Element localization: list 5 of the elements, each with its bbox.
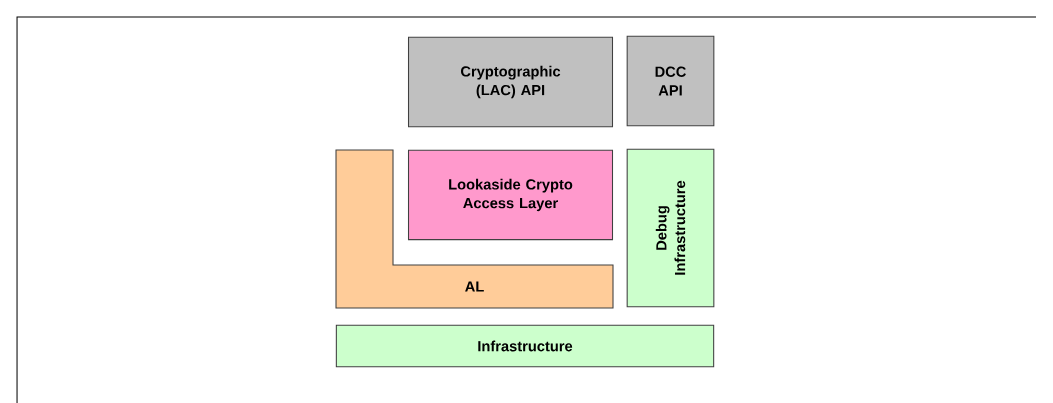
layer-box: Lookaside Crypto Access Layer [407, 149, 614, 241]
api-box: Cryptographic (LAC) API [407, 36, 614, 128]
layer-box: Infrastructure [335, 324, 715, 368]
layer-box: Debug Infrastructure [626, 148, 715, 308]
api-box: DCC API [626, 35, 715, 127]
